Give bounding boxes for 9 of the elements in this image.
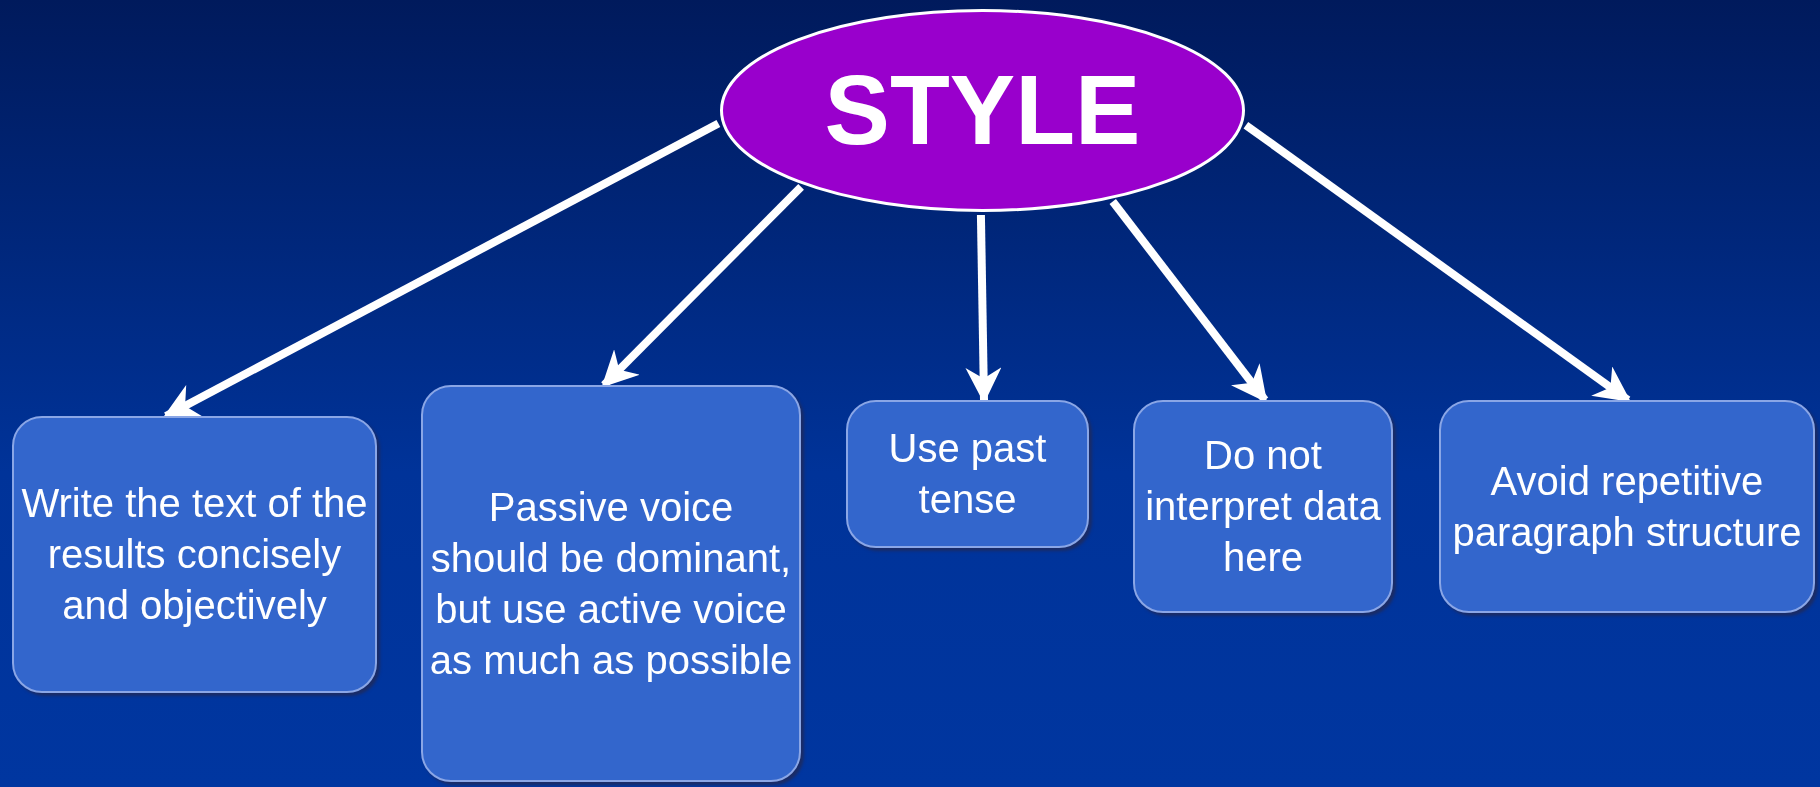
topic-ellipse [720,9,1245,212]
arrow [1109,199,1269,403]
topic-title: STYLE [824,54,1141,167]
rule-text: Avoid repetitive paragraph structure [1451,457,1803,556]
arrow [601,184,804,388]
rule-text: Write the text of the results concisely and objectively [20,480,369,629]
rule-text: Passive voice should be dominant, but use active voice as much as possible [429,483,793,684]
rule-text: Use past tense [887,425,1048,523]
rule-text: Do not interpret data here [1144,432,1382,581]
